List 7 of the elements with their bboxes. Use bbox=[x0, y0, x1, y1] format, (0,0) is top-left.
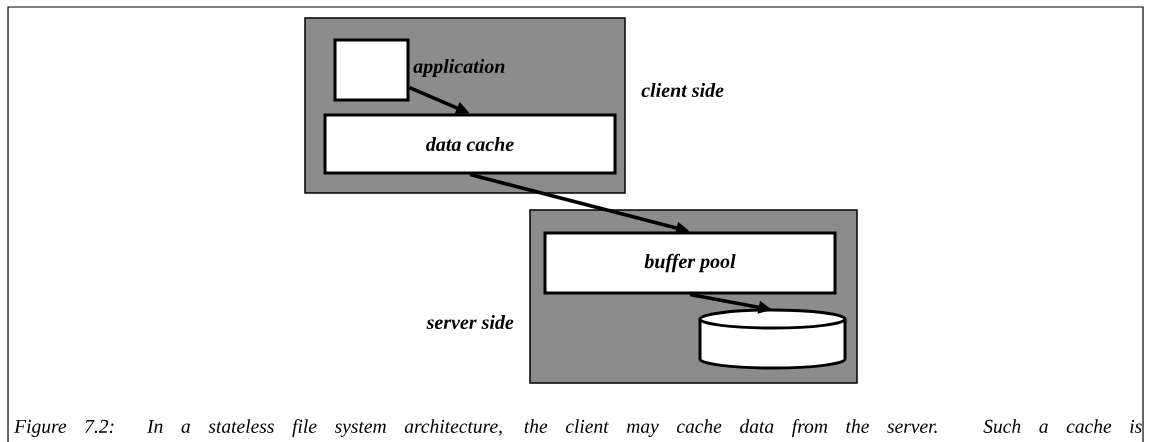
heading: server side bbox=[426, 314, 514, 330]
process-box: data cache bbox=[323, 113, 617, 175]
heading: client side bbox=[641, 82, 724, 98]
heading: application bbox=[413, 58, 505, 78]
process-box: buffer pool bbox=[543, 231, 837, 295]
cylinder bbox=[698, 308, 847, 370]
caption: Figure 7.2: In a stateless file system architecture, the client may cache data from the server. Such a cache is bbox=[14, 419, 1142, 437]
